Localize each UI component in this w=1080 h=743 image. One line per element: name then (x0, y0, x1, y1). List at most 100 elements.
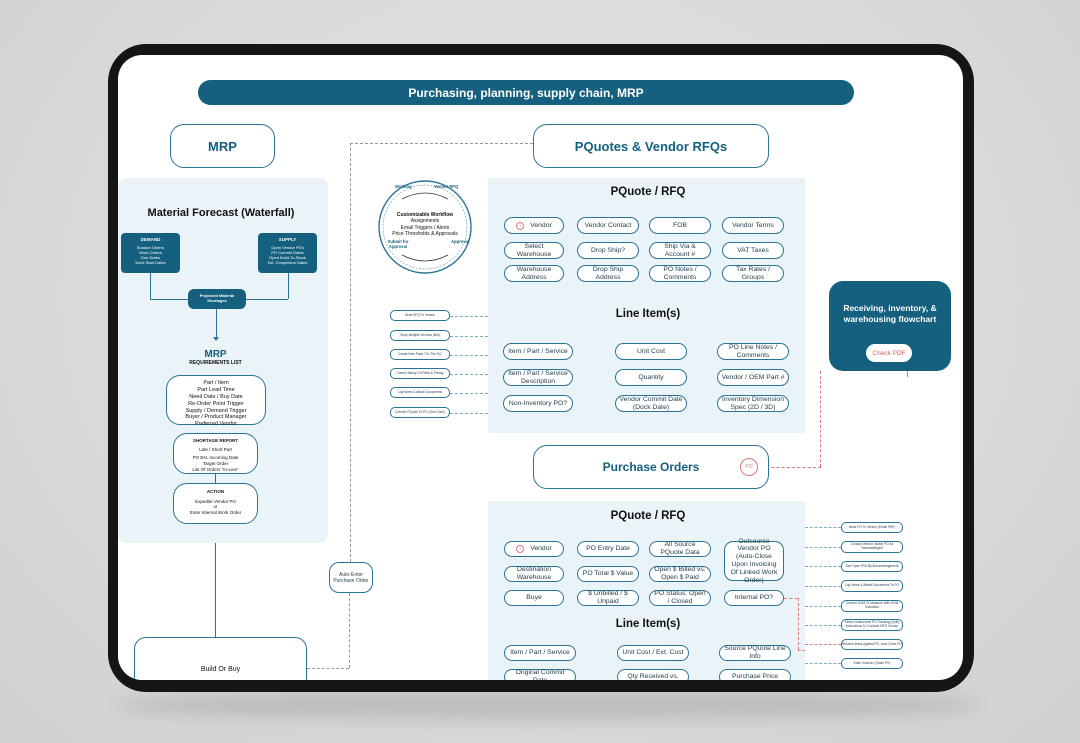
field-select-warehouse[interactable]: Select Warehouse (504, 242, 564, 259)
requirement-item: Need Date / Buy Date (189, 393, 243, 400)
line-field-po-line-notes[interactable]: PO Line Notes / Comments (717, 343, 789, 360)
line-field-oem-part[interactable]: Vendor / OEM Part # (717, 369, 789, 386)
po-field-total-value[interactable]: PO Total $ Value (577, 566, 639, 582)
po-field-unbilled-unpaid[interactable]: $ Unbilled / $ Unpaid (577, 590, 639, 606)
po-action-contact-vendor[interactable]: Contact Vendor: Match PO As "Acknowledge… (841, 541, 903, 553)
field-vat-taxes[interactable]: VAT Taxes (722, 242, 784, 259)
action-box: ACTION Expedite Vendor PO or Enter Inter… (173, 483, 258, 524)
projected-shortages-box: Projected Material Shortages (188, 289, 246, 309)
auto-enter-po-box[interactable]: Auto-Enter Purchase Order (329, 562, 373, 593)
shortage-report-item: Target Order (202, 460, 229, 466)
workflow-details: Customizable Workflow Assignments Email … (390, 212, 460, 237)
po-field-destination-warehouse[interactable]: Destination Warehouse (504, 566, 564, 582)
po-field-source-pquote[interactable]: All Source PQuote Data (649, 541, 711, 557)
pquote-title: PQuote / RFQ (610, 186, 686, 198)
line-field-unit-cost[interactable]: Unit Cost (615, 343, 687, 360)
connector-line (307, 668, 349, 669)
supply-item: Open Build-To-Stock (269, 254, 306, 260)
requirement-item: Preferred Vendor (195, 421, 237, 428)
action-convert-pquote[interactable]: Convert PQuote To PO (One-Click) (390, 407, 450, 418)
shortage-report-box: SHORTAGE REPORT Late / Short Part PO Est… (173, 433, 258, 474)
requirement-item: Buyer / Product Manager (185, 414, 247, 421)
po-line-field-unit-cost[interactable]: Unit Cost / Ext. Cost (617, 645, 689, 661)
field-vendor-terms[interactable]: Vendor Terms (722, 217, 784, 234)
requirement-item: Part / Item (203, 380, 229, 386)
requirement-item: Re-Order Point Trigger (188, 400, 244, 407)
po-action-resolve-items[interactable]: Resolve Items Against PO, Auto-Close PO (841, 639, 903, 650)
action-log-notes[interactable]: Log Notes & Attach Documents (390, 387, 450, 398)
workflow-item: Email Triggers / Alerts (400, 224, 450, 231)
field-drop-ship[interactable]: Drop Ship? (577, 242, 639, 259)
po-field-internal-po[interactable]: Internal PO? (724, 590, 784, 606)
plus-icon: + (516, 221, 525, 230)
check-pdf-button[interactable]: Check PDF (866, 344, 912, 362)
field-drop-ship-address[interactable]: Drop Ship Address (577, 265, 639, 282)
po-action-outsourced-tracking[interactable]: Select Outsourced PO Tracking (Quik) Ins… (841, 619, 903, 631)
po-line-field-purchase-price[interactable]: Purchase Price (719, 669, 791, 680)
line-field-item[interactable]: Item / Part / Service (503, 343, 573, 360)
connector-line (215, 543, 216, 637)
po-field-entry-date[interactable]: PO Entry Date (577, 541, 639, 557)
connector-line (450, 336, 488, 337)
po-line-field-commit-date[interactable]: Original Commit Date (504, 669, 576, 680)
connector-line (805, 586, 841, 587)
shortage-report-item: List Of Orders "In-Line" (192, 466, 239, 472)
mrp-header[interactable]: MRP (170, 124, 275, 168)
po-action-enter-voucher[interactable]: Enter Voucher (Close PO) (841, 658, 903, 669)
tablet-screen: Purchasing, planning, supply chain, MRP … (118, 55, 963, 680)
po-field-buyer[interactable]: Buye (504, 590, 564, 606)
workflow-cycle-diagram (378, 180, 472, 274)
receiving-title: Receiving, inventory, & warehousing flow… (843, 303, 937, 325)
pquotes-header[interactable]: PQuotes & Vendor RFQs (533, 124, 769, 168)
po-field-vendor[interactable]: +Vendor (504, 541, 564, 557)
po-line-field-item[interactable]: Item / Part / Service (504, 645, 576, 661)
action-check-history[interactable]: Check History On Parts & Pricing (390, 368, 450, 379)
po-line-field-source-pquote[interactable]: Source PQuote Line Info (719, 645, 791, 661)
po-action-issue-po[interactable]: Issue PO To Vendor (Email PDF) (841, 522, 903, 533)
connector-line (766, 467, 821, 468)
demand-box: DEMAND Booked Orders Work Orders Due Dat… (121, 233, 180, 273)
action-send-rfq[interactable]: Send RFQ To Vendor (390, 310, 450, 321)
action-create-parts[interactable]: Create New Parts "On The Fly" (390, 349, 450, 360)
action-item: or (213, 504, 218, 510)
requirement-item: Supply / Demand Trigger (185, 407, 247, 414)
po-line-field-qty-received[interactable]: Qty Received vs. (617, 669, 689, 680)
line-field-description[interactable]: Item / Part / Service Description (503, 369, 573, 386)
workflow-label-submit: Submit for Approval (387, 239, 409, 250)
line-field-dimension-spec[interactable]: Inventory Dimension Spec (2D / 3D) (717, 395, 789, 412)
line-field-non-inventory[interactable]: Non-Inventory PO? (503, 395, 573, 412)
line-field-commit-date[interactable]: Vendor Commit Date (Dock Date) (615, 395, 687, 412)
connector-line (805, 625, 841, 626)
po-field-status[interactable]: PO Status: Open / Closed (649, 590, 711, 606)
line-field-quantity[interactable]: Quantity (615, 369, 687, 386)
connector-line (246, 299, 288, 300)
supply-item: Open Vendor POs (271, 244, 304, 250)
connector-line (805, 547, 841, 548)
receiving-flowchart-card: Receiving, inventory, & warehousing flow… (829, 281, 951, 371)
field-vendor[interactable]: +Vendor (504, 217, 564, 234)
connector-line (805, 527, 841, 528)
field-fob[interactable]: FOB (649, 217, 711, 234)
requirement-item: Part Lead Time (197, 386, 235, 393)
po-action-convert-uom[interactable]: Convert UOM Of Measure With UOM Calculat… (841, 600, 903, 612)
connector-line (450, 413, 488, 414)
action-shop-vendors[interactable]: Shop Multiple Vendors (Bid) (390, 330, 450, 341)
build-or-buy-box[interactable]: Build Or Buy (134, 637, 307, 680)
action-item: Expedite Vendor PO (195, 498, 236, 504)
purchase-orders-header[interactable]: Purchase Orders (533, 445, 769, 489)
po-action-sort-open[interactable]: Sort Open POs By Acknowledgement (841, 561, 903, 572)
po-action-log-notes[interactable]: Log Notes & Attach Documents To PO (841, 580, 903, 592)
supply-item: Est. Completion Dates (267, 259, 308, 265)
field-ship-via[interactable]: Ship Via & Account # (649, 242, 711, 259)
field-vendor-contact[interactable]: Vendor Contact (577, 217, 639, 234)
po-field-billed-paid[interactable]: Open $ Billed vs. Open $ Paid (649, 566, 711, 582)
field-tax-rates[interactable]: Tax Rates / Groups (722, 265, 784, 282)
arrow-down-icon (213, 337, 219, 341)
field-warehouse-address[interactable]: Warehouse Address (504, 265, 564, 282)
connector-line (805, 566, 841, 567)
po-field-outsource-vendor[interactable]: Outsource Vendor PO (Auto-Close Upon Inv… (724, 538, 784, 584)
field-po-notes[interactable]: PO Notes / Comments (649, 265, 711, 282)
demand-item: Due Dates (141, 254, 160, 260)
connector-line (450, 374, 488, 375)
po-icon: PO (740, 458, 758, 476)
